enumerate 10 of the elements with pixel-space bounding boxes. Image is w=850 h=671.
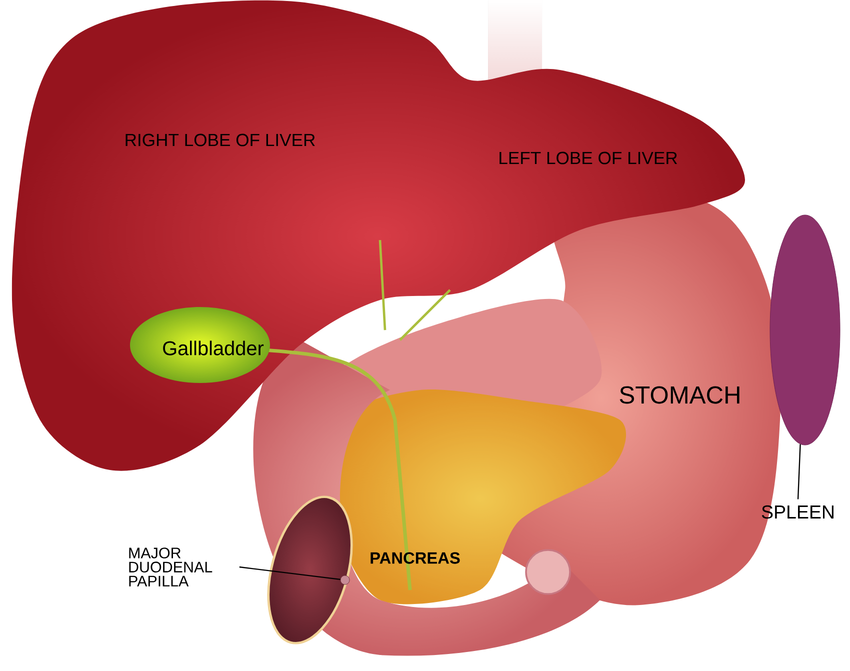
part-label: STOMACH (620, 386, 740, 404)
part-label: MAJOR DUODENAL PAPILLA (129, 548, 212, 586)
part-label: LEFT LOBE OF LIVER (500, 152, 678, 164)
part-label: RIGHT LOBE OF LIVER (126, 134, 315, 146)
leader-line (239, 566, 340, 580)
part-label: PANCREAS (370, 552, 460, 564)
papilla-dot (340, 575, 350, 585)
spleen-drawing (770, 214, 840, 446)
leader-line (797, 444, 801, 500)
part-label: Gallbladder (163, 340, 264, 356)
